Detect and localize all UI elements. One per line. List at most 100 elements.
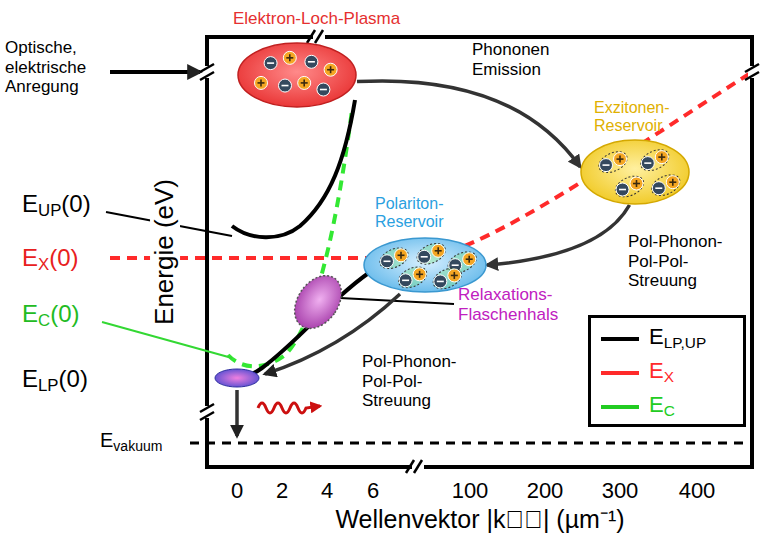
bound-pair — [637, 146, 672, 175]
reservoir-shape — [238, 43, 356, 107]
electron — [305, 55, 318, 68]
charge-sign — [303, 79, 305, 86]
tick-label: 100 — [452, 478, 489, 503]
tick-label: 0 — [231, 478, 243, 503]
process-label: Pol-Phonon-Pol-Pol-Streuung — [362, 352, 464, 411]
charge-sign — [437, 281, 444, 283]
electron — [641, 157, 654, 170]
bottleneck-label: Relaxations-Flaschenhals — [458, 285, 573, 324]
tick-label: 400 — [679, 478, 716, 503]
charge-sign — [267, 62, 274, 64]
tick-label: 6 — [367, 478, 379, 503]
hole — [448, 269, 461, 282]
legend-sample — [599, 324, 641, 354]
edge-label: Phononen Emission — [470, 40, 569, 79]
electron — [418, 250, 431, 263]
electron — [652, 182, 665, 195]
charge-sign — [308, 61, 315, 63]
upper-polariton — [232, 100, 355, 237]
hole — [432, 244, 445, 257]
bottleneck-ellipse — [285, 267, 351, 337]
charge-sign — [619, 156, 621, 163]
photon-wave — [258, 403, 320, 413]
charge-sign — [330, 66, 332, 73]
charge-sign — [402, 280, 409, 282]
hole — [655, 151, 668, 164]
charge-sign — [289, 54, 291, 61]
ellipse-outline — [237, 42, 357, 108]
level-label: ELP(0) — [22, 365, 88, 393]
reservoir-shape — [364, 238, 486, 292]
transition-arrow — [487, 205, 630, 265]
electron — [279, 79, 292, 92]
charge-sign — [260, 79, 262, 86]
hole — [298, 76, 311, 89]
charge-sign — [661, 154, 663, 161]
bound-pair — [377, 244, 412, 273]
ellipse-outline — [580, 139, 690, 205]
hole — [614, 153, 627, 166]
axis-title: Energie (eV) — [150, 177, 180, 327]
legend-sample — [599, 392, 641, 422]
charge-sign — [636, 180, 638, 187]
electron — [317, 83, 330, 96]
hole — [255, 76, 268, 89]
electron — [616, 183, 629, 196]
charge-sign — [437, 247, 439, 254]
reservoir-heading: Elektron-Loch-Plasma — [233, 9, 400, 29]
excitation-note: Optische, elektrische Anregung — [5, 38, 105, 97]
excitation-arrow — [110, 70, 200, 74]
charge-sign — [672, 179, 674, 186]
decay-arrow — [235, 390, 239, 436]
plot-frame — [207, 37, 752, 467]
tick-label: 200 — [527, 478, 564, 503]
edge-label: Pol-Phonon-Pol-Pol-Streuung — [626, 232, 730, 291]
legend-text: ELP,UP — [649, 324, 706, 349]
hole — [666, 176, 679, 189]
legend-row: ELP,UP — [599, 324, 735, 354]
charge-sign — [452, 264, 459, 266]
ellipse-outline — [363, 237, 487, 293]
legend-text: EC — [649, 392, 675, 417]
reservoir-heading: Polariton-Reservoir — [375, 195, 483, 232]
electron — [399, 274, 412, 287]
level-leader — [102, 322, 232, 358]
charge-sign — [400, 252, 402, 259]
bound-pair — [612, 172, 647, 201]
tick-label: 300 — [602, 478, 639, 503]
level-label: EX(0) — [22, 244, 79, 272]
charge-sign — [603, 164, 610, 166]
charge-sign — [282, 85, 289, 87]
bound-pair — [395, 263, 430, 292]
hole — [413, 268, 426, 281]
hole — [630, 177, 643, 190]
legend-line — [601, 337, 639, 341]
charge-sign — [454, 272, 456, 279]
legend-row: EC — [599, 392, 735, 422]
bound-pair — [648, 171, 683, 200]
hole — [395, 249, 408, 262]
charge-sign — [320, 89, 327, 91]
cavity-dispersion — [228, 110, 352, 366]
legend-text: EX — [649, 358, 674, 383]
reservoir-heading: Exzitonen-Reservoir — [594, 99, 704, 136]
legend-box: ELP,UP EX EC — [588, 315, 746, 427]
legend-line — [601, 405, 639, 409]
hole — [324, 63, 337, 76]
axis-title: Wellenvektor |k⃗∥| (µm⁻¹) — [335, 505, 624, 534]
tick-label: 2 — [276, 478, 288, 503]
reservoir-shape — [581, 140, 689, 204]
charge-sign — [655, 187, 662, 189]
charge-sign — [619, 189, 626, 191]
legend-sample — [599, 358, 641, 388]
charge-sign — [468, 256, 470, 263]
tick-label: 4 — [321, 478, 333, 503]
transition-arrow — [357, 81, 580, 167]
electron — [600, 159, 613, 172]
reservoir-ellipse: Exzitonen-Reservoir — [580, 139, 690, 205]
electron — [264, 57, 277, 70]
ground-state — [215, 369, 259, 387]
bound-pair — [414, 239, 449, 268]
charge-sign — [419, 271, 421, 278]
